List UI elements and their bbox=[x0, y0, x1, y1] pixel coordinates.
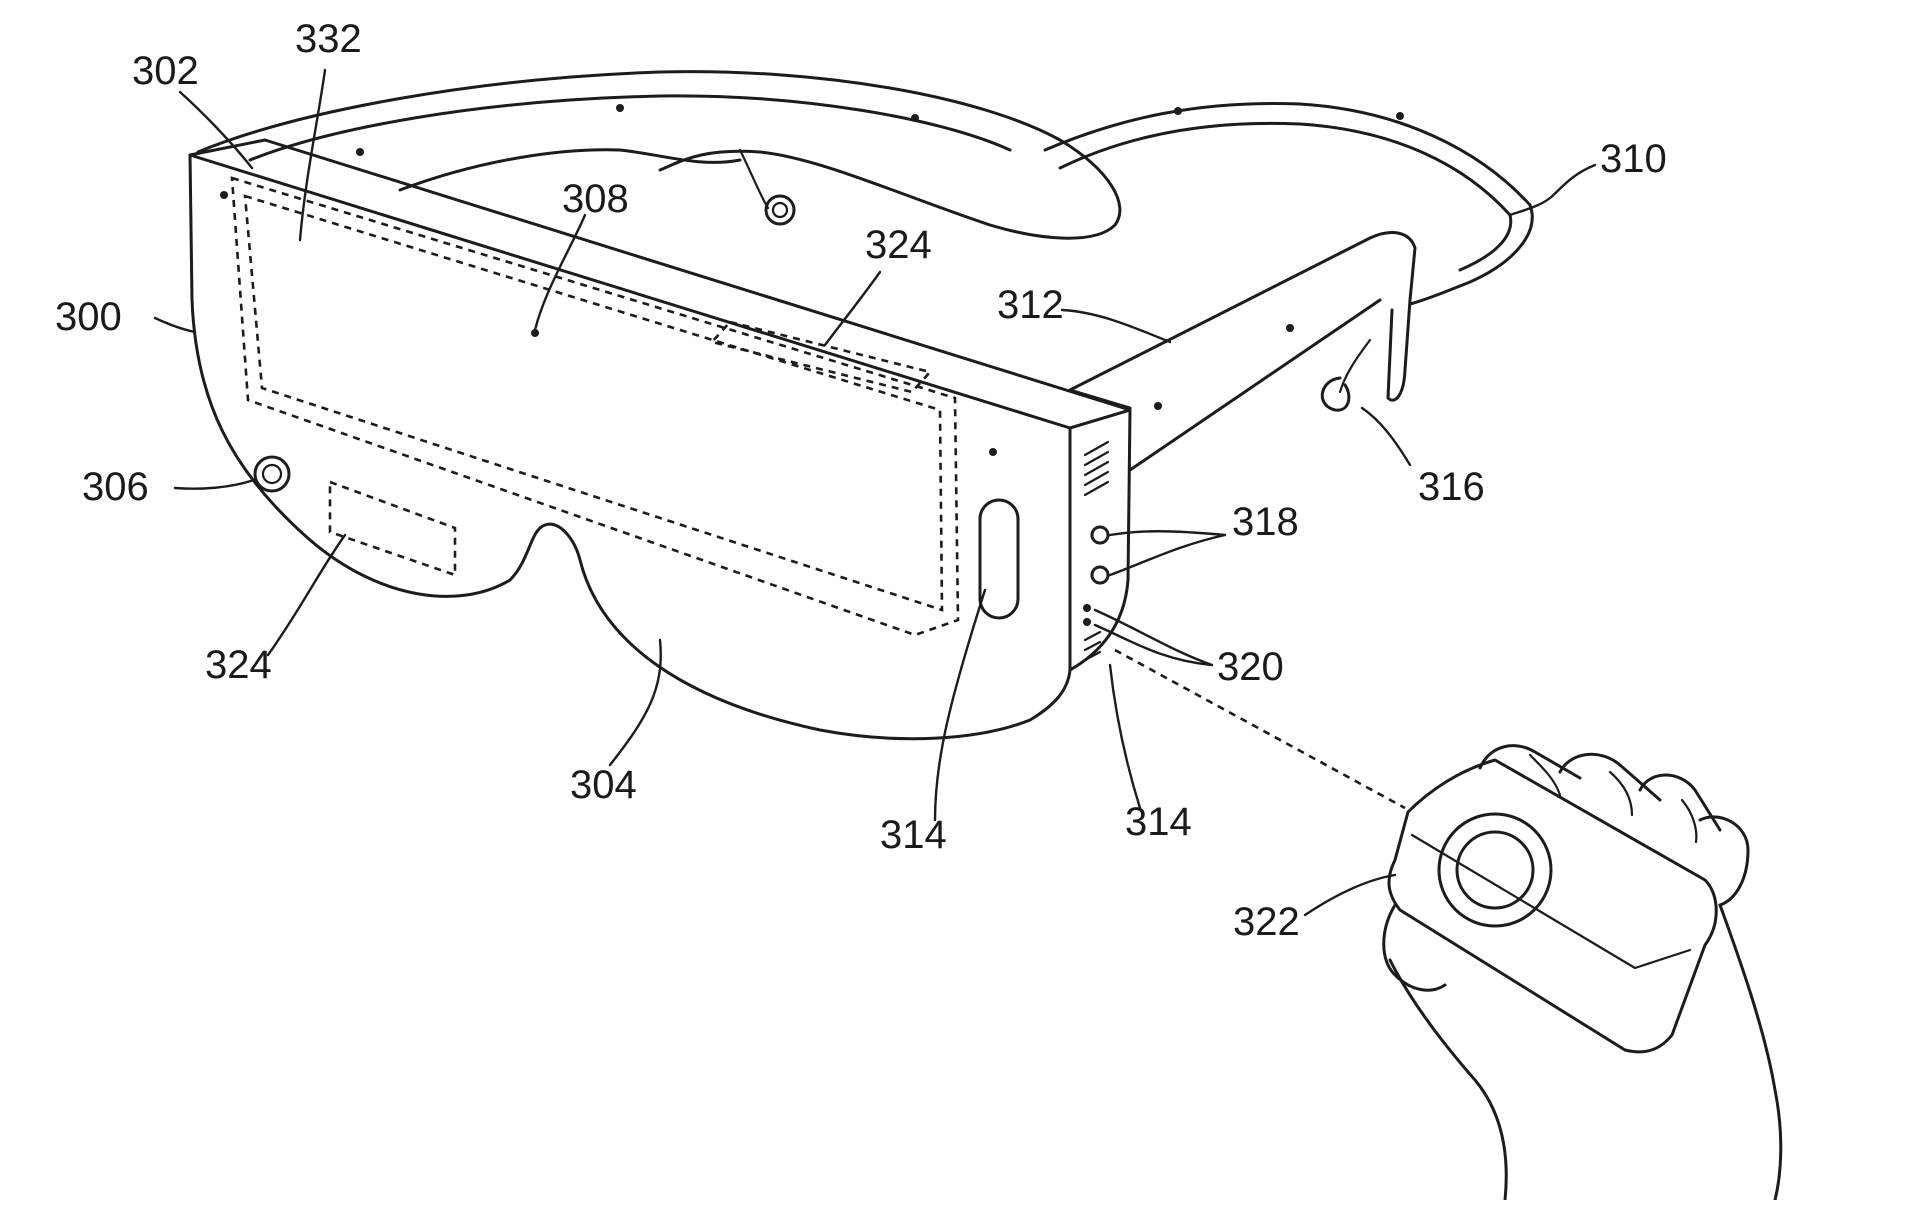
front-button bbox=[253, 455, 291, 493]
label-322: 322 bbox=[1233, 900, 1300, 944]
label-306: 306 bbox=[82, 465, 149, 509]
leader-324-top bbox=[823, 270, 882, 347]
label-318: 318 bbox=[1232, 500, 1299, 544]
housing bbox=[188, 138, 1132, 741]
label-304: 304 bbox=[570, 763, 637, 807]
click-wheel bbox=[1437, 812, 1553, 928]
leader-lines bbox=[153, 68, 1597, 917]
label-324-top: 324 bbox=[865, 223, 932, 267]
label-310: 310 bbox=[1600, 137, 1667, 181]
temple-arm bbox=[1068, 231, 1417, 472]
leader-316 bbox=[1360, 406, 1412, 467]
side-vent bbox=[1083, 440, 1110, 662]
side-button-upper bbox=[1090, 525, 1110, 545]
leader-308 bbox=[533, 213, 587, 332]
leader-304 bbox=[608, 638, 662, 767]
leader-332 bbox=[298, 68, 327, 242]
head-strap bbox=[196, 70, 1534, 306]
leader-320 bbox=[1093, 608, 1214, 667]
label-314-left: 314 bbox=[880, 813, 947, 857]
label-316: 316 bbox=[1418, 465, 1485, 509]
leader-322 bbox=[1303, 873, 1397, 917]
center-button bbox=[1455, 830, 1535, 910]
front-camera bbox=[978, 498, 1020, 620]
leader-314-left bbox=[933, 588, 987, 822]
label-300: 300 bbox=[55, 295, 122, 339]
leader-324-bottom bbox=[266, 533, 347, 657]
label-302: 302 bbox=[132, 49, 199, 93]
label-320: 320 bbox=[1217, 645, 1284, 689]
label-332: 332 bbox=[295, 17, 362, 61]
label-308: 308 bbox=[562, 177, 629, 221]
leader-318 bbox=[1108, 530, 1227, 577]
label-324-bottom: 324 bbox=[205, 643, 272, 687]
reference-numerals: 302 332 308 324 310 312 300 316 318 306 … bbox=[55, 17, 1667, 944]
leader-314-right bbox=[1108, 663, 1142, 810]
remote-and-hand bbox=[1114, 648, 1783, 1202]
side-button-lower bbox=[1090, 565, 1110, 585]
label-314-right: 314 bbox=[1125, 800, 1192, 844]
label-312: 312 bbox=[997, 283, 1064, 327]
leader-310 bbox=[1508, 163, 1597, 217]
leader-312 bbox=[1060, 308, 1172, 344]
leader-302 bbox=[178, 90, 254, 170]
leader-306 bbox=[173, 478, 256, 490]
leader-300 bbox=[153, 316, 197, 334]
